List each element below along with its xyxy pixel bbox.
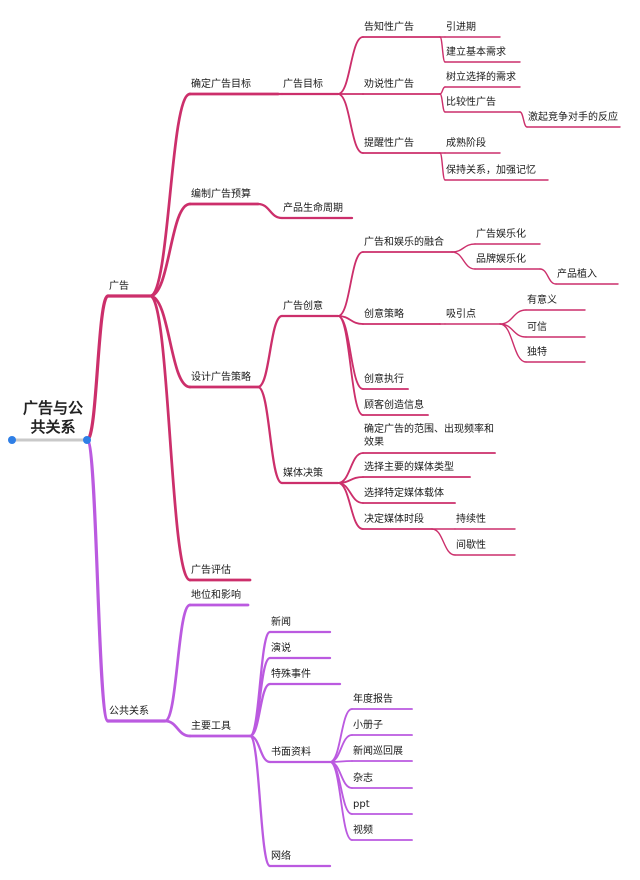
connector-0-2-1-3-1 xyxy=(431,528,456,556)
topic-node[interactable]: 独特 xyxy=(527,347,547,358)
topic-node[interactable]: 广告目标 xyxy=(283,79,323,90)
topic-node[interactable]: 顾客创造信息 xyxy=(364,400,424,411)
connector-0-0 xyxy=(148,92,192,298)
connector-0-0-0-1-1 xyxy=(439,93,446,113)
connector-0-2-0-1-0-2 xyxy=(499,323,527,363)
left-handle-dot[interactable] xyxy=(8,436,16,444)
topic-node[interactable]: 广告 xyxy=(109,281,129,292)
connector-0-2-0-3 xyxy=(337,315,364,416)
topic-node[interactable]: 比较性广告 xyxy=(446,97,496,108)
topic-node[interactable]: 树立选择的需求 xyxy=(446,72,516,83)
connector-0-2-0-0-0 xyxy=(451,243,476,253)
topic-node[interactable]: 有意义 xyxy=(527,295,557,306)
connector-0 xyxy=(85,294,110,442)
right-handle-dot[interactable] xyxy=(83,436,91,444)
topic-node[interactable]: 创意执行 xyxy=(364,374,404,385)
connector-1 xyxy=(85,438,110,723)
root-node-title[interactable]: 广告与公共关系 xyxy=(22,399,83,436)
topic-node[interactable]: 地位和影响 xyxy=(191,590,241,601)
connector-0-0-0-2-1 xyxy=(439,152,446,181)
topic-node[interactable]: 告知性广告 xyxy=(364,22,414,33)
topic-node[interactable]: ppt xyxy=(353,799,370,810)
topic-node[interactable]: 特殊事件 xyxy=(271,669,311,680)
topic-node[interactable]: 持续性 xyxy=(456,514,486,525)
connector-0-2-1 xyxy=(256,385,284,485)
topic-node[interactable]: 视频 xyxy=(353,825,373,836)
connector-0-1 xyxy=(148,202,192,298)
connector-0-3 xyxy=(148,294,192,582)
connector-0-2-1-2 xyxy=(337,482,364,504)
topic-node[interactable]: 创意策略 xyxy=(364,309,404,320)
topic-node[interactable]: 媒体决策 xyxy=(283,468,323,479)
connector-0-2-0 xyxy=(256,314,284,389)
topic-node[interactable]: 引进期 xyxy=(446,22,476,33)
connector-0-1-0 xyxy=(256,202,284,220)
topic-node[interactable]: 劝说性广告 xyxy=(364,79,414,90)
topic-node[interactable]: 吸引点 xyxy=(446,309,476,320)
topic-node[interactable]: 杂志 xyxy=(353,773,373,784)
topic-node[interactable]: 品牌娱乐化 xyxy=(476,254,526,265)
connector-0-2-0-0 xyxy=(337,251,364,317)
topic-node[interactable]: 编制广告预算 xyxy=(191,189,251,200)
connector-1-0 xyxy=(163,603,192,723)
topic-node[interactable]: 公共关系 xyxy=(109,706,149,717)
connector-0-2-0-1-0-0 xyxy=(499,309,527,325)
topic-node[interactable]: 新闻巡回展 xyxy=(353,746,403,757)
topic-node[interactable]: 提醒性广告 xyxy=(364,138,414,149)
topic-node[interactable]: 网络 xyxy=(271,851,291,862)
connector-1-1-3-2 xyxy=(329,760,353,763)
connector-0-2-1-0 xyxy=(337,452,364,484)
topic-node[interactable]: 保持关系，加强记忆 xyxy=(446,165,536,176)
connector-0-0-0-1-1-0 xyxy=(519,111,528,128)
topic-node[interactable]: 广告评估 xyxy=(191,565,231,576)
topic-node[interactable]: 广告娱乐化 xyxy=(476,229,526,240)
topic-node[interactable]: 确定广告的范围、出现频率和效果 xyxy=(364,424,494,448)
topic-node[interactable]: 决定媒体时段 xyxy=(364,514,424,525)
topic-node[interactable]: 间歇性 xyxy=(456,540,486,551)
topic-node[interactable]: 主要工具 xyxy=(191,721,231,732)
connector-0-2-1-1 xyxy=(337,476,364,484)
topic-node[interactable]: 书面资料 xyxy=(271,747,311,758)
connector-1-1-2 xyxy=(248,682,272,738)
topic-node[interactable]: 设计广告策略 xyxy=(191,372,251,383)
connector-1-1 xyxy=(163,719,192,738)
topic-node[interactable]: 年度报告 xyxy=(353,694,393,705)
topic-node[interactable]: 建立基本需求 xyxy=(446,47,506,58)
topic-node[interactable]: 可信 xyxy=(527,322,547,333)
topic-node[interactable]: 演说 xyxy=(271,643,291,654)
topic-node[interactable]: 成熟阶段 xyxy=(446,138,486,149)
topic-node[interactable]: 新闻 xyxy=(271,617,291,628)
topic-node[interactable]: 选择特定媒体载体 xyxy=(364,488,444,499)
connector-0-2-1-3 xyxy=(337,482,364,530)
connector-1-1-1 xyxy=(248,656,272,738)
connector-1-1-3-5 xyxy=(329,761,353,841)
connector-0-0-0-0 xyxy=(337,36,364,95)
connector-0-2 xyxy=(148,294,192,389)
topic-node[interactable]: 产品植入 xyxy=(557,269,597,280)
connector-0-2-0-2 xyxy=(337,315,364,390)
topic-node[interactable]: 小册子 xyxy=(353,720,383,731)
topic-node[interactable]: 广告和娱乐的融合 xyxy=(364,237,444,248)
topic-node[interactable]: 激起竞争对手的反应 xyxy=(528,112,618,123)
topic-node[interactable]: 广告创意 xyxy=(283,301,323,312)
connector-0-0-0-0-1 xyxy=(439,36,446,63)
topic-node[interactable]: 选择主要的媒体类型 xyxy=(364,462,454,473)
connector-1-1-0 xyxy=(248,630,272,738)
topic-node[interactable]: 确定广告目标 xyxy=(191,79,251,90)
connector-0-2-0-0-1-0 xyxy=(539,268,557,285)
connector-0-2-0-0-1 xyxy=(451,251,476,270)
connector-1-1-4 xyxy=(248,734,272,868)
topic-node[interactable]: 产品生命周期 xyxy=(283,203,343,214)
connector-0-0-0-2 xyxy=(337,93,364,154)
connector-0-0-0-1-0 xyxy=(439,86,446,95)
